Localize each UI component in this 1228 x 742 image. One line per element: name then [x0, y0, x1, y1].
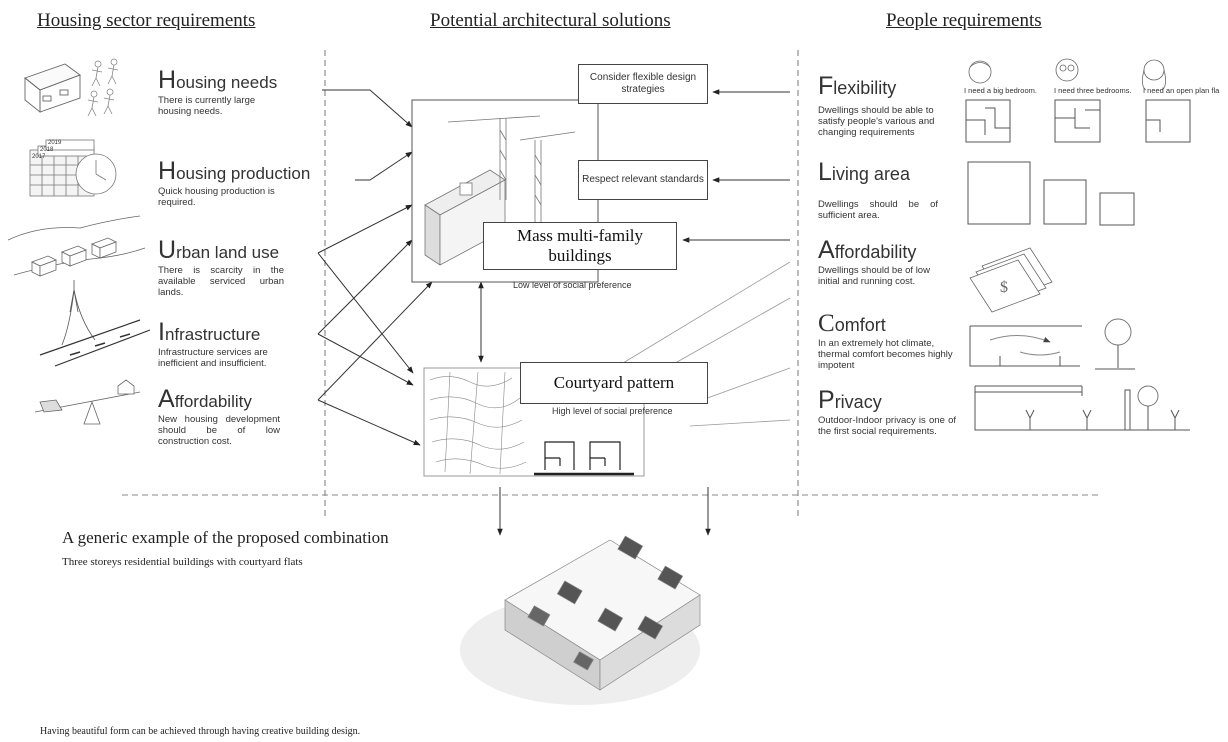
arrow-infra-to-mass	[317, 239, 413, 335]
standards-box: Respect relevant standards	[578, 160, 708, 200]
mass-buildings-box: Mass multi-family buildings	[483, 222, 677, 270]
comfort-desc: In an extremely hot climate, thermal com…	[818, 338, 953, 371]
people-item-flexibility: Flexibility Dwellings should be able to …	[818, 72, 958, 138]
face-icons	[968, 58, 1166, 91]
people-item-living-area: Living area Dwellings should be of suffi…	[818, 158, 958, 221]
combination-3d-model	[460, 535, 701, 705]
people-item-privacy: Privacy Outdoor-Indoor privacy is one of…	[818, 386, 958, 437]
urban-land-use-cap: U	[158, 236, 177, 264]
infrastructure-title: nfrastructure	[164, 325, 261, 344]
comfort-title: omfort	[834, 315, 886, 335]
housing-needs-title: ousing needs	[176, 73, 278, 92]
example-footer: Having beautiful form can be achieved th…	[40, 726, 361, 737]
power-road-icon	[39, 280, 151, 367]
people-figures-icon	[87, 58, 119, 117]
living-area-desc: Dwellings should be of sufficient area.	[818, 199, 938, 221]
svg-text:$: $	[1000, 279, 1008, 296]
housing-item-landuse: Urban land use There is scarcity in the …	[158, 236, 318, 298]
arrow-production-to-mass	[355, 151, 413, 181]
people-affordability-title: ffordability	[834, 242, 917, 262]
speech-big-bedroom: I need a big bedroom.	[964, 86, 1037, 95]
calendar-year-2018: 2018	[40, 147, 54, 153]
arrow-afford-to-courtyard	[317, 399, 421, 446]
arrow-infra-to-courtyard	[317, 333, 414, 386]
living-area-cap: L	[818, 158, 832, 186]
living-area-title: iving area	[831, 164, 910, 184]
housing-item-production: Housing production Quick housing product…	[158, 157, 323, 208]
floor-plans	[965, 99, 1191, 143]
privacy-section	[974, 385, 1190, 431]
housing-affordability-desc: New housing development should be of low…	[158, 414, 280, 447]
housing-needs-cap: H	[158, 66, 177, 94]
arrow-needs-to-mass	[322, 89, 413, 128]
courtyard-plan-sketch	[429, 371, 527, 475]
people-affordability-desc: Dwellings should be of low initial and r…	[818, 265, 930, 287]
housing-item-infrastructure: Infrastructure Infrastructure services a…	[158, 318, 318, 369]
urban-land-use-title: rban land use	[176, 243, 280, 262]
example-title: A generic example of the proposed combin…	[62, 528, 389, 547]
flexible-design-box: Consider flexible design strategies	[578, 64, 708, 104]
infrastructure-cap: I	[158, 318, 165, 346]
flexibility-cap: F	[818, 72, 834, 100]
example-subtitle: Three storeys residential buildings with…	[62, 556, 303, 568]
courtyard-pattern-box: Courtyard pattern	[520, 362, 708, 404]
speech-three-bedrooms: I need three bedrooms.	[1054, 86, 1132, 95]
privacy-cap: P	[818, 386, 835, 414]
calendar-year-2019: 2019	[48, 140, 62, 146]
speech-open-plan: I need an open plan fla	[1143, 86, 1220, 95]
people-affordability-cap: A	[818, 236, 835, 264]
arrow-afford-to-mass	[317, 281, 433, 401]
comfort-cap: C	[818, 310, 835, 337]
calendar-clock-icon	[29, 139, 117, 197]
house-icon	[24, 63, 81, 113]
solutions-header: Potential architectural solutions	[430, 10, 671, 31]
building-crane-sketch	[424, 115, 576, 266]
comfort-section	[969, 318, 1135, 370]
housing-affordability-title: ffordability	[174, 392, 252, 411]
housing-production-cap: H	[158, 157, 177, 185]
calendar-year-2017: 2017	[32, 154, 46, 160]
arrow-landuse-to-courtyard	[317, 252, 414, 374]
flexibility-title: lexibility	[833, 78, 897, 98]
flexibility-desc: Dwellings should be able to satisfy peop…	[818, 105, 935, 138]
urban-land-use-desc: There is scarcity in the available servi…	[158, 265, 284, 298]
privacy-title: rivacy	[834, 392, 882, 412]
housing-sector-header: Housing sector requirements	[37, 10, 256, 31]
infrastructure-desc: Infrastructure services are inefficient …	[158, 347, 268, 369]
mass-preference-label: Low level of social preference	[513, 280, 632, 290]
money-icon: $	[969, 247, 1053, 313]
housing-production-desc: Quick housing production is required.	[158, 186, 275, 208]
people-item-affordability: Affordability Dwellings should be of low…	[818, 236, 958, 287]
housing-item-needs: Housing needs There is currently large h…	[158, 66, 318, 117]
seesaw-icon	[34, 379, 141, 425]
privacy-desc: Outdoor-Indoor privacy is one of the fir…	[818, 415, 956, 437]
area-squares	[967, 161, 1135, 226]
courtyard-section-sketch	[534, 441, 634, 476]
housing-item-affordability: Affordability New housing development sh…	[158, 385, 318, 447]
arrow-landuse-to-mass	[317, 204, 413, 254]
people-item-comfort: Comfort In an extremely hot climate, the…	[818, 310, 958, 371]
courtyard-preference-label: High level of social preference	[552, 406, 673, 416]
housing-needs-desc: There is currently large housing needs.	[158, 95, 256, 117]
urban-land-icon	[7, 215, 146, 277]
housing-production-title: ousing production	[176, 164, 311, 183]
housing-affordability-cap: A	[158, 385, 175, 413]
people-header: People requirements	[886, 10, 1042, 31]
